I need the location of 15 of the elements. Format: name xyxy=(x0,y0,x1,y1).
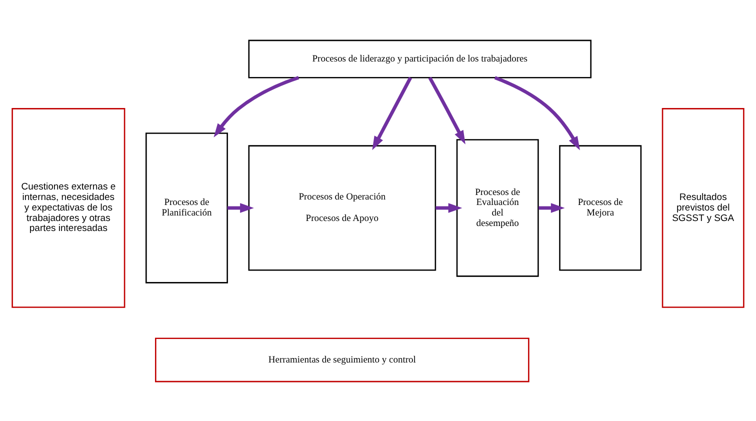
node-box: Resultados previstos del SGSST y SGA xyxy=(662,108,744,308)
node-box: Procesos de Operación Procesos de Apoyo xyxy=(248,144,436,270)
arrow xyxy=(227,202,254,212)
arrow xyxy=(214,75,300,137)
arrow xyxy=(372,76,412,150)
node-box: Procesos de Mejora xyxy=(559,144,642,270)
arrow xyxy=(428,76,466,144)
node-box: Procesos de Planificación xyxy=(146,132,228,283)
node-box: Procesos de liderazgo y participación de los trabajadores xyxy=(248,39,592,78)
node-box: Herramientas de seguimiento y control xyxy=(155,337,530,382)
arrow xyxy=(494,76,580,150)
arrow xyxy=(538,202,565,212)
node-box: Procesos de Evaluación del desempeño xyxy=(456,138,539,276)
node-box: Cuestiones externas e internas, necesidades y expectativas de los trabajadores y otras partes interesadas xyxy=(12,108,126,308)
arrow xyxy=(436,202,462,212)
